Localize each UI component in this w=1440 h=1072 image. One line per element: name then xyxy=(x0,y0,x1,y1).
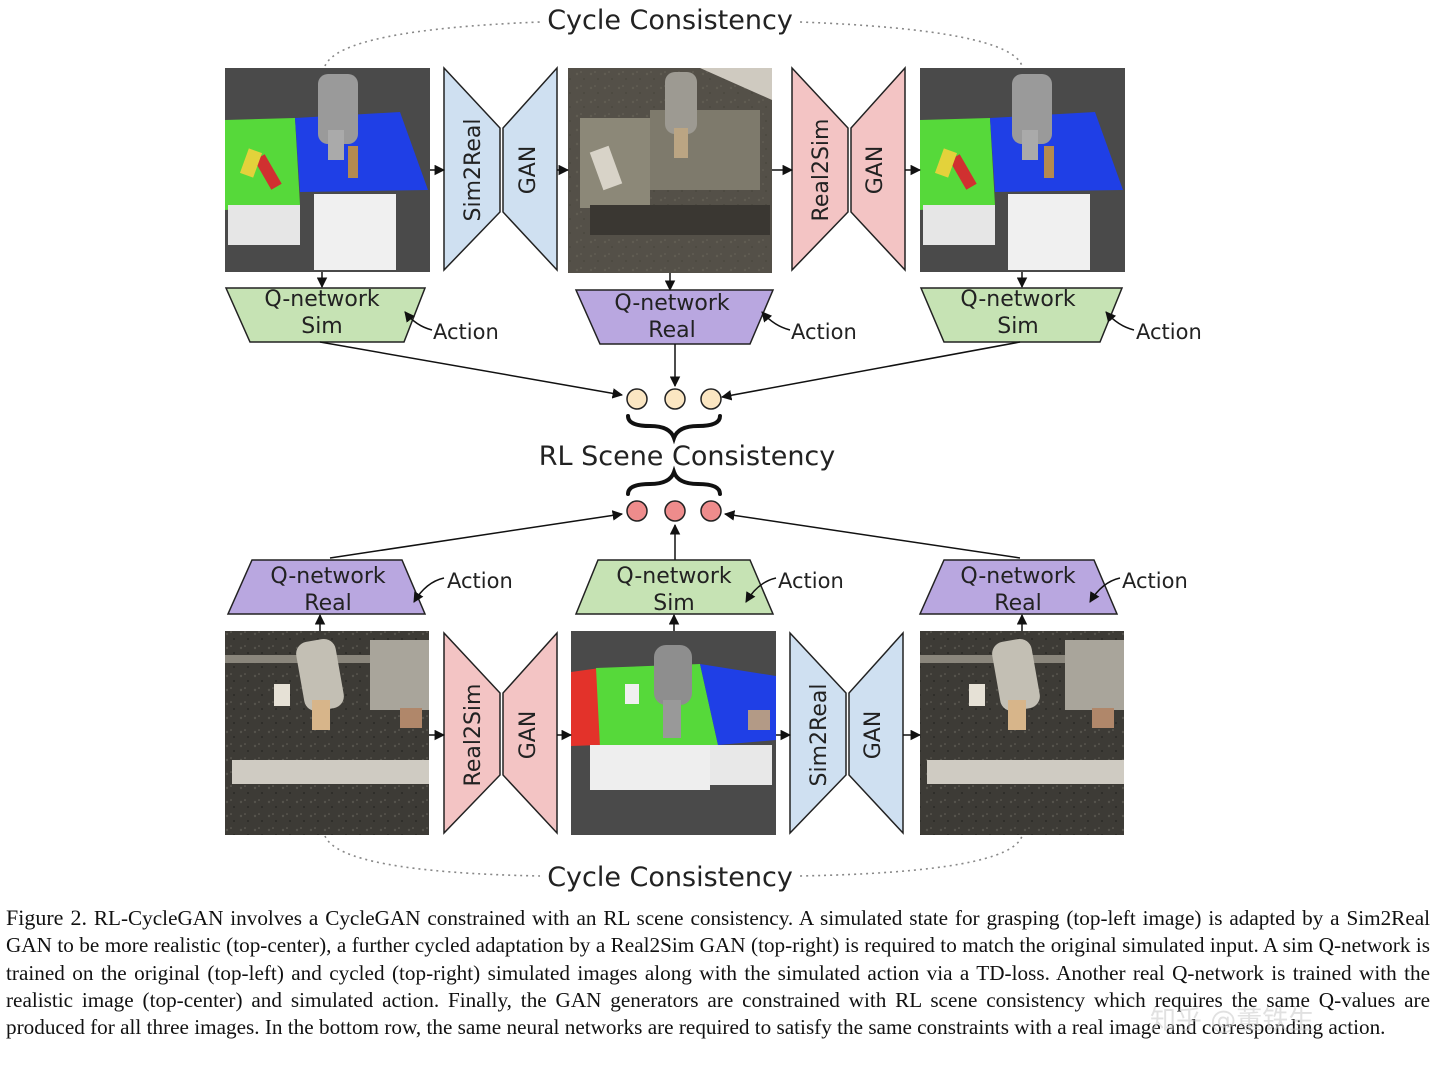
svg-text:GAN: GAN xyxy=(863,146,888,195)
top-real2sim-gan: Real2Sim GAN xyxy=(791,66,906,272)
bottom-cycle-arc xyxy=(324,835,541,877)
svg-text:GAN: GAN xyxy=(861,711,886,760)
top-center-real-image xyxy=(568,68,772,273)
top-qnet-sim-right: Q-network Sim Action xyxy=(919,287,1202,344)
caption-text: RL-CycleGAN involves a CycleGAN constrai… xyxy=(6,906,1431,1040)
top-cycle-arc-right xyxy=(799,21,1023,67)
figure-caption: Figure 2. RL-CycleGAN involves a CycleGA… xyxy=(6,904,1430,1041)
arrow xyxy=(329,510,624,559)
svg-text:Q-network: Q-network xyxy=(960,564,1075,589)
svg-text:Action: Action xyxy=(1122,569,1188,593)
svg-text:Q-network: Q-network xyxy=(264,287,379,312)
svg-text:Action: Action xyxy=(447,569,513,593)
bottom-sim2real-gan: Sim2Real GAN xyxy=(789,631,904,835)
bottom-cycle-label: Cycle Consistency xyxy=(547,862,793,893)
bottom-qnet-real-right: Q-network Real Action xyxy=(918,559,1188,616)
rl-scene-label: RL Scene Consistency xyxy=(539,441,836,472)
arrow xyxy=(319,341,624,399)
svg-text:Action: Action xyxy=(1136,320,1202,344)
svg-text:GAN: GAN xyxy=(516,711,541,760)
svg-text:GAN: GAN xyxy=(516,146,541,195)
bottom-center-sim-image xyxy=(571,631,776,835)
arrow xyxy=(720,341,1021,401)
svg-text:Q-network: Q-network xyxy=(614,291,729,316)
top-sim2real-gan: Sim2Real GAN xyxy=(443,66,558,272)
svg-text:Q-network: Q-network xyxy=(270,564,385,589)
svg-text:Q-network: Q-network xyxy=(960,287,1075,312)
figure-label: Figure 2. xyxy=(6,905,88,930)
bottom-qnet-real-left: Q-network Real Action xyxy=(226,559,513,616)
bottom-left-real-image xyxy=(225,631,429,835)
top-right-sim-image xyxy=(920,68,1125,272)
bottom-qnet-sim-center: Q-network Sim Action xyxy=(574,559,844,616)
svg-text:Q-network: Q-network xyxy=(616,564,731,589)
top-left-sim-image xyxy=(225,68,430,272)
svg-text:Real: Real xyxy=(648,318,695,343)
rl-cyclegan-figure: Cycle Consistency Cycle Consistency xyxy=(224,5,1202,893)
svg-text:Action: Action xyxy=(778,569,844,593)
top-q-values xyxy=(626,388,722,445)
svg-text:Action: Action xyxy=(791,320,857,344)
svg-text:Sim: Sim xyxy=(997,314,1039,339)
top-cycle-arc xyxy=(324,21,541,67)
top-cycle-label: Cycle Consistency xyxy=(547,5,793,36)
top-qnet-sim-left: Q-network Sim Action xyxy=(224,287,499,344)
svg-text:Action: Action xyxy=(433,320,499,344)
bottom-cycle-arc-right xyxy=(799,835,1023,877)
svg-text:Real: Real xyxy=(304,591,351,616)
svg-text:Sim2Real: Sim2Real xyxy=(807,684,832,787)
svg-text:Sim: Sim xyxy=(301,314,343,339)
watermark: 知乎 @董铁生 xyxy=(1150,1006,1315,1036)
top-qnet-real-center: Q-network Real Action xyxy=(574,289,857,345)
svg-text:Real2Sim: Real2Sim xyxy=(461,684,486,787)
bottom-real2sim-gan: Real2Sim GAN xyxy=(443,631,558,835)
svg-text:Sim2Real: Sim2Real xyxy=(461,119,486,222)
arrow xyxy=(723,510,1021,559)
svg-text:Real2Sim: Real2Sim xyxy=(809,119,834,222)
bottom-right-real-image xyxy=(920,631,1124,835)
svg-text:Real: Real xyxy=(994,591,1041,616)
bottom-q-values xyxy=(626,465,722,522)
svg-text:Sim: Sim xyxy=(653,591,695,616)
